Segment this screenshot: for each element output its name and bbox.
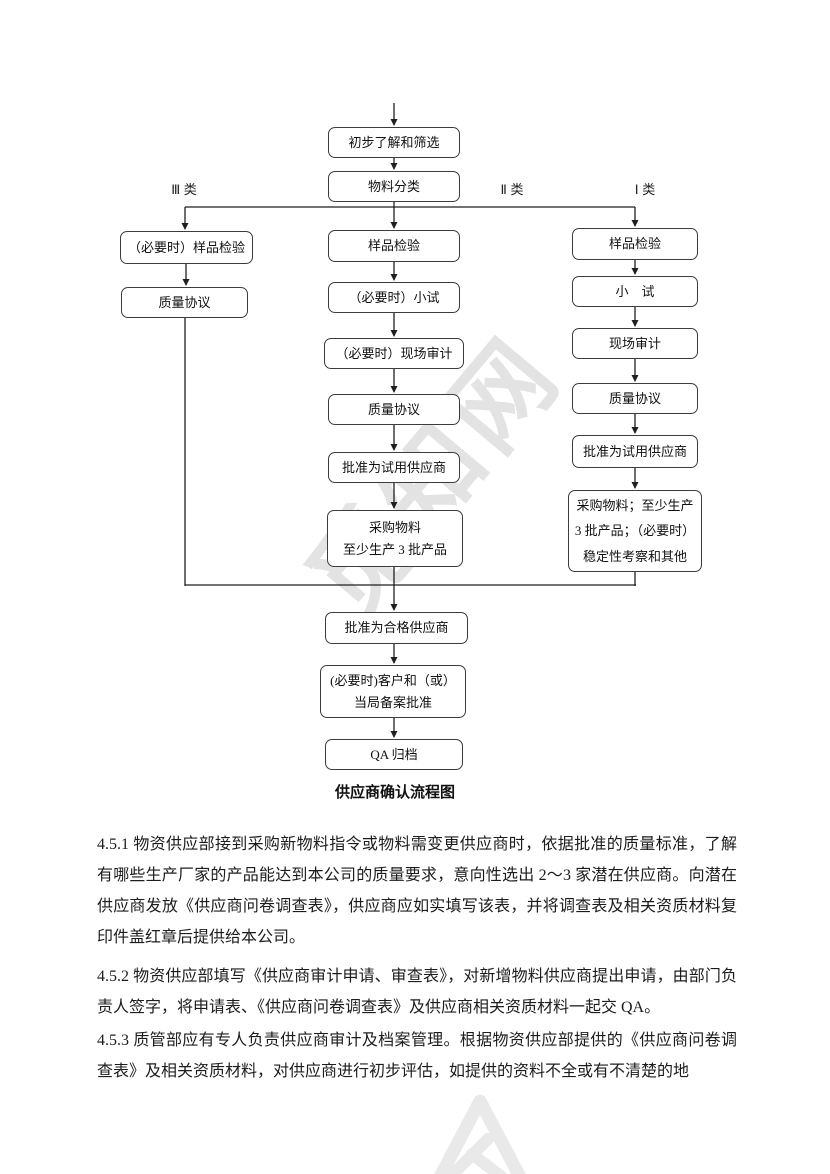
flow-node-record-approval: (必要时)客户和（或） 当局备案批准: [320, 665, 466, 718]
flow-node-quality-agreement-right: 质量协议: [572, 383, 698, 414]
paragraph-4-5-3: 4.5.3 质管部应有专人负责供应商审计及档案管理。根据物资供应部提供的《供应商…: [97, 1032, 737, 1080]
flow-node-sample-test-middle: 样品检验: [328, 230, 460, 262]
watermark-logo-icon: [434, 1094, 526, 1174]
paragraph-4-5-2: 4.5.2 物资供应部填写《供应商审计申请、审查表》，对新增物料供应商提出申请，…: [97, 968, 737, 1016]
body-text: 4.5.1 物资供应部接到采购新物料指令或物料需变更供应商时，依据批准的质量标准…: [97, 829, 737, 1087]
flowchart-caption: 供应商确认流程图: [334, 785, 455, 801]
flow-node-qualified-supplier: 批准为合格供应商: [325, 612, 468, 644]
flow-node-pilot-test-right: 小 试: [572, 276, 698, 307]
flow-node-pilot-test-middle: （必要时）小试: [328, 282, 460, 313]
flow-node-site-audit-middle: （必要时）现场审计: [324, 338, 464, 369]
flow-node-quality-agreement-middle: 质量协议: [328, 394, 460, 425]
flow-node-sample-test-right: 样品检验: [572, 228, 698, 260]
flow-node-quality-agreement-left: 质量协议: [121, 287, 248, 318]
flow-node-purchase-middle: 采购物料 至少生产 3 批产品: [327, 510, 463, 567]
flow-node-site-audit-right: 现场审计: [572, 328, 698, 359]
flow-node-qa-filing: QA 归档: [325, 739, 463, 770]
flow-node-initial-screening: 初步了解和筛选: [328, 127, 460, 158]
flow-node-trial-supplier-right: 批准为试用供应商: [572, 435, 698, 468]
branch-label-class-ii: Ⅱ 类: [500, 182, 524, 197]
paragraph-4-5-1: 4.5.1 物资供应部接到采购新物料指令或物料需变更供应商时，依据批准的质量标准…: [97, 836, 737, 946]
flow-connectors: [181, 103, 639, 738]
flow-node-trial-supplier-middle: 批准为试用供应商: [328, 452, 460, 483]
flow-node-material-classification: 物料分类: [328, 171, 460, 202]
branch-label-class-i: Ⅰ 类: [634, 182, 656, 197]
flow-node-sample-test-left: （必要时）样品检验: [120, 231, 253, 264]
flow-node-purchase-right: 采购物料；至少生产 3 批产品；（必要时） 稳定性考察和其他: [568, 490, 702, 572]
branch-label-class-iii: Ⅲ 类: [171, 182, 197, 197]
